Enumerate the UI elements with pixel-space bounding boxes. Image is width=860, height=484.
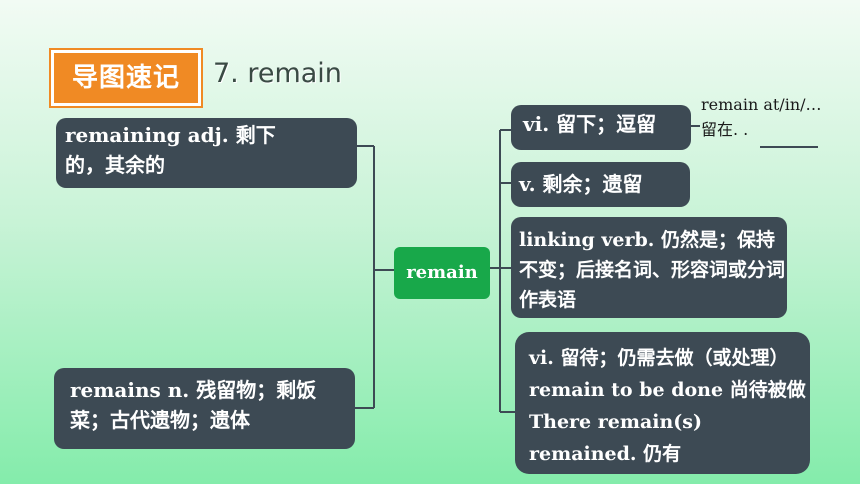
center-node-remain: remain bbox=[394, 247, 490, 299]
node-v-remain: v. 剩余；遗留 bbox=[511, 162, 690, 207]
annotation-line-1: remain at/in/… bbox=[701, 95, 822, 114]
node-remaining: remaining adj. 剩下的，其余的 bbox=[56, 118, 357, 188]
section-badge: 导图速记 bbox=[51, 50, 201, 106]
node-remains: remains n. 残留物；剩饭菜；古代遗物；遗体 bbox=[54, 368, 355, 449]
annotation-remain-at: remain at/in/… 留在. . bbox=[701, 92, 822, 142]
page-title: 7. remain bbox=[213, 58, 342, 89]
annotation-line-2: 留在. . bbox=[701, 120, 749, 139]
node-vi-remain-done: vi. 留待；仍需去做（或处理）remain to be done 尚待被做Th… bbox=[515, 332, 810, 474]
node-linking-verb: linking verb. 仍然是；保持不变；后接名词、形容词或分词作表语 bbox=[511, 217, 787, 318]
node-vi-stay: vi. 留下；逗留 bbox=[511, 105, 691, 150]
